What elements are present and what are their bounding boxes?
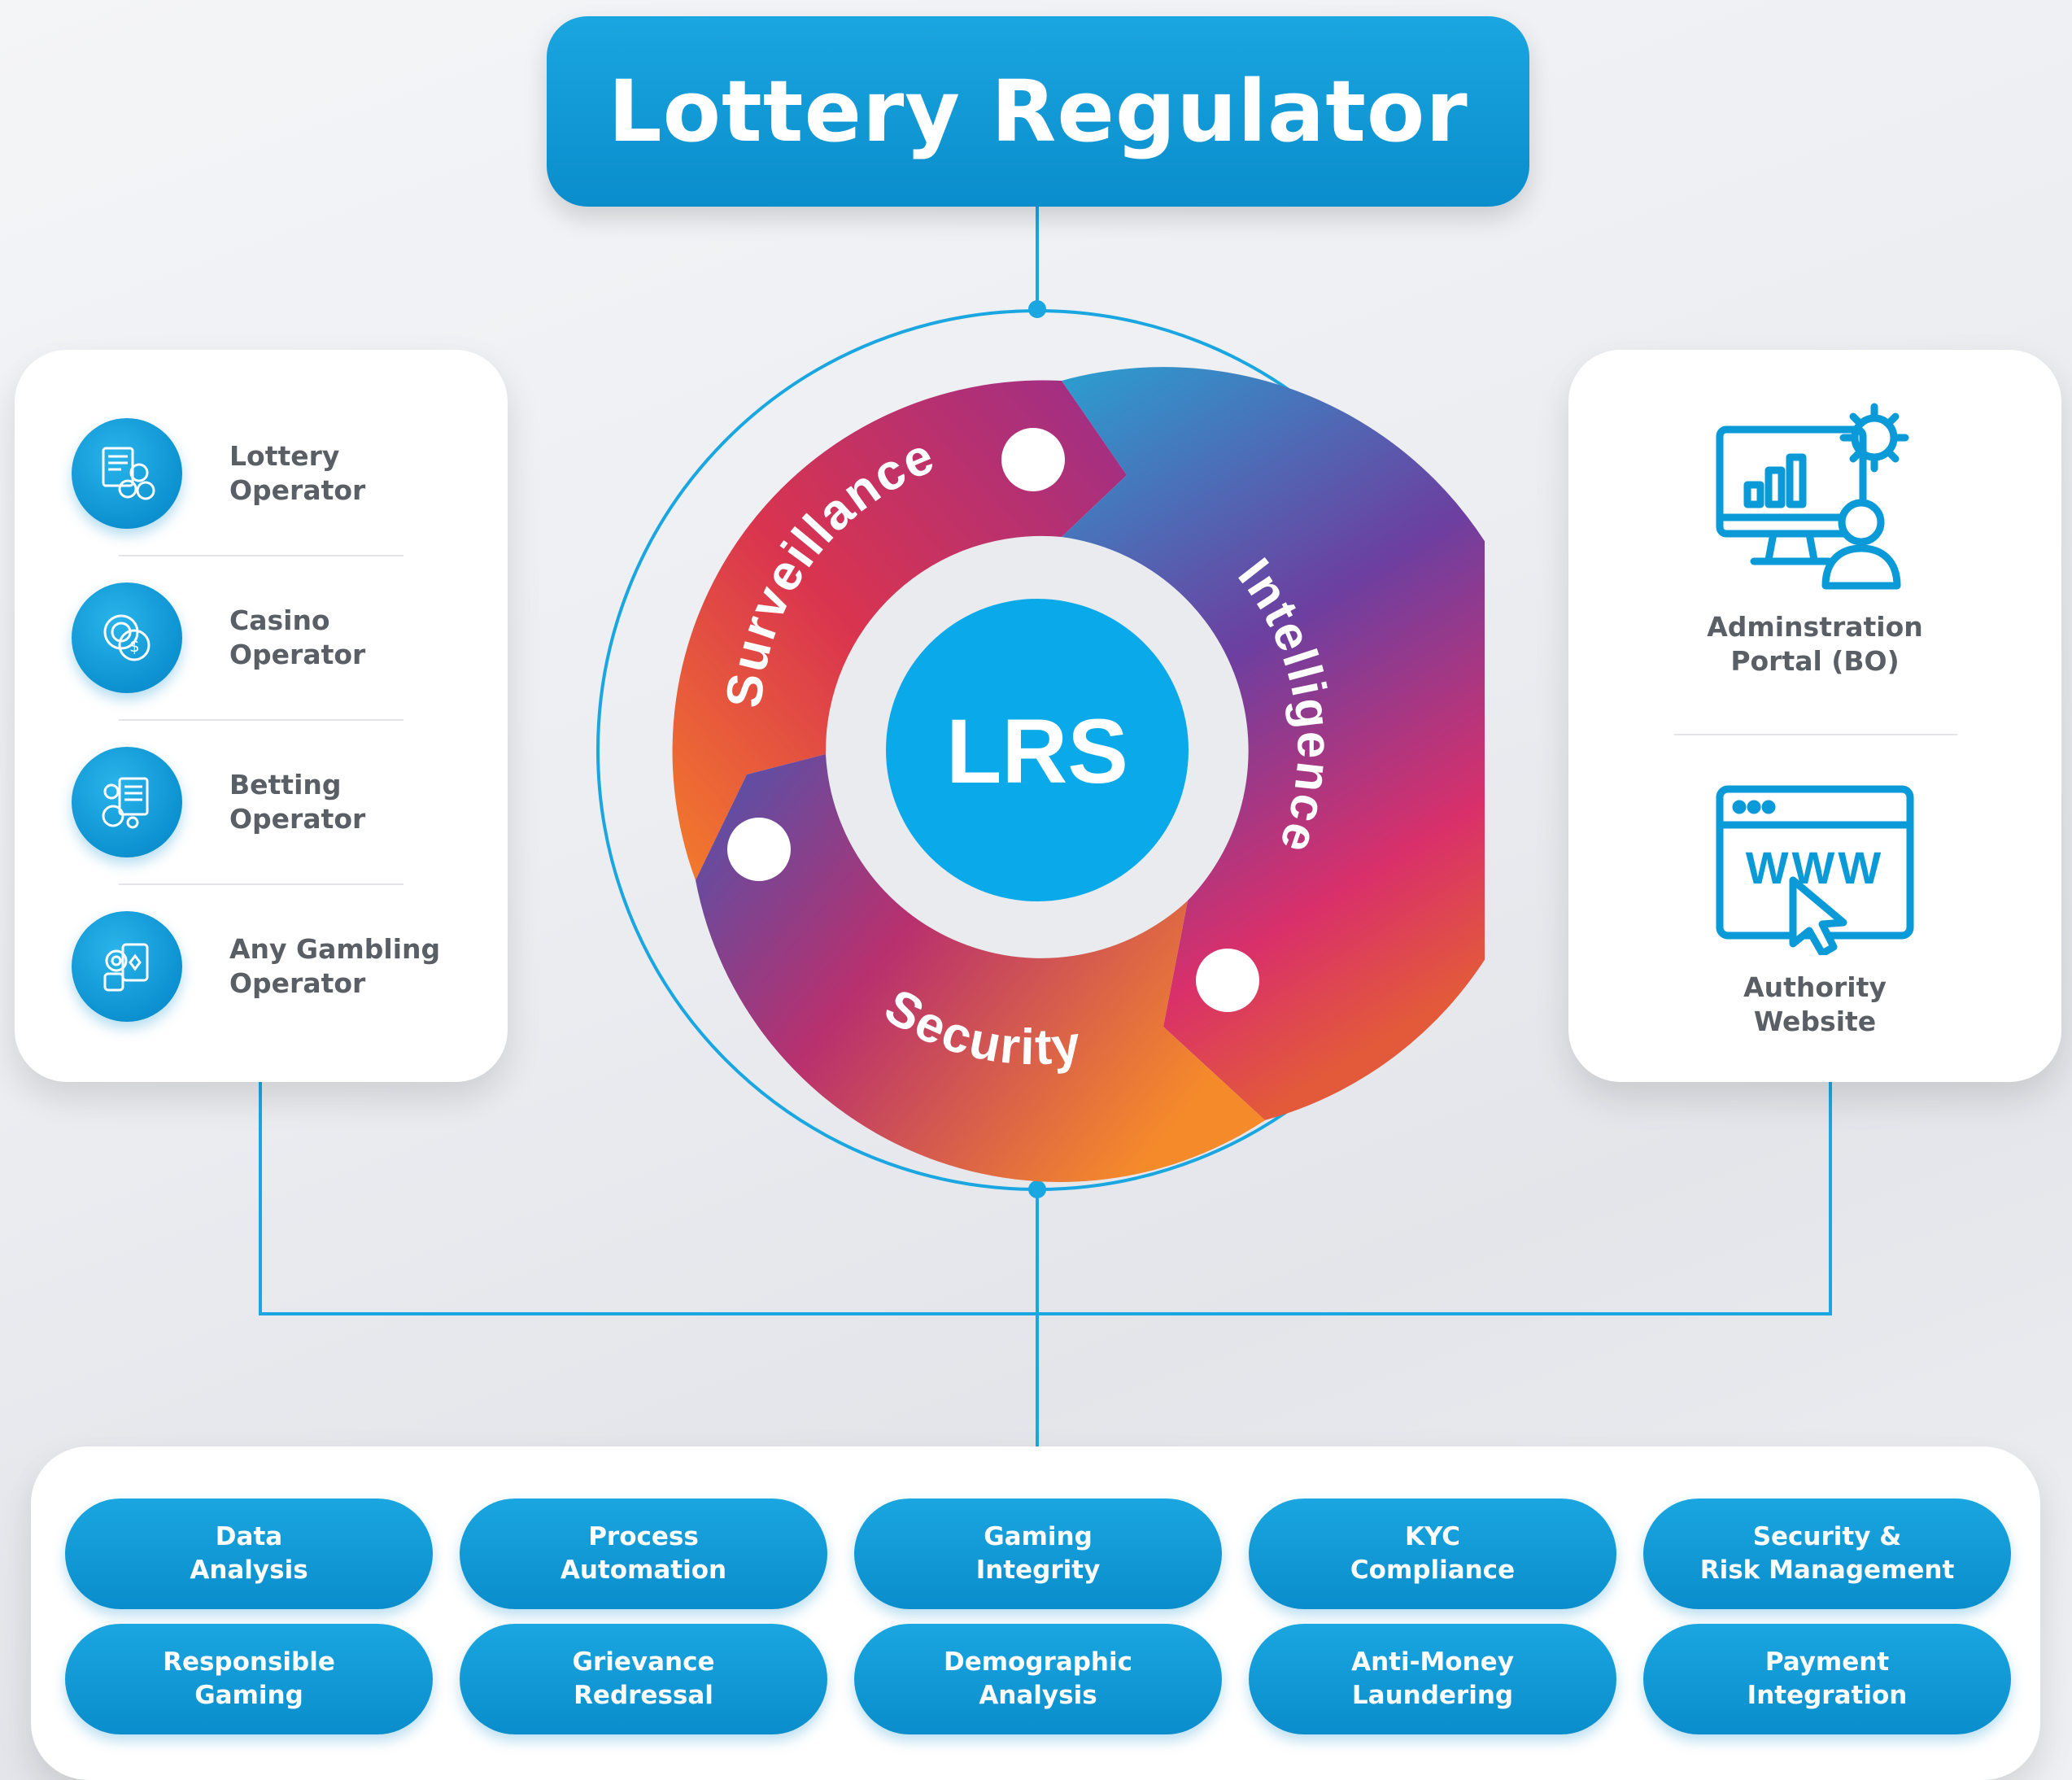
segment-surveillance xyxy=(672,380,1127,880)
feature-pill-responsible-gaming: Responsible Gaming xyxy=(65,1624,433,1734)
casino-chip-icon: $ xyxy=(72,582,182,693)
divider xyxy=(119,883,403,885)
feature-pill-security-risk: Security & Risk Management xyxy=(1643,1499,2011,1609)
admin-monitor-icon xyxy=(1716,403,1909,590)
segment-intelligence xyxy=(1062,367,1485,1120)
lottery-ticket-icon xyxy=(72,418,182,529)
operator-label: Any Gambling Operator xyxy=(229,933,441,999)
operator-label: Betting Operator xyxy=(229,769,366,835)
operator-label: Casino Operator xyxy=(229,604,366,670)
playing-cards-icon xyxy=(72,911,182,1022)
portals-card xyxy=(1568,350,2061,1082)
segment-security xyxy=(696,754,1265,1182)
betting-slip-icon xyxy=(72,747,182,857)
operator-item-betting: Betting Operator xyxy=(72,745,478,859)
operator-item-lottery: Lottery Operator xyxy=(72,417,478,530)
portal-label-admin: Adminstration Portal (BO) xyxy=(1707,611,1923,677)
lrs-cycle-diagram: Surveillance Intelligence Security LRS xyxy=(596,309,1485,1191)
feature-pill-anti-money-laundering: Anti-Money Laundering xyxy=(1249,1624,1616,1734)
svg-text:WWW: WWW xyxy=(1746,842,1885,893)
feature-pill-process-automation: Process Automation xyxy=(460,1499,827,1609)
operator-item-any-gambling: Any Gambling Operator xyxy=(72,910,478,1023)
divider xyxy=(1674,734,1957,735)
www-browser-icon: WWW xyxy=(1716,785,1914,955)
feature-pill-payment-integration: Payment Integration xyxy=(1643,1624,2011,1734)
portal-label-website: Authority Website xyxy=(1743,971,1887,1037)
divider xyxy=(119,555,403,556)
feature-pill-data-analysis: Data Analysis xyxy=(65,1499,433,1609)
page-title: Lottery Regulator xyxy=(608,62,1468,161)
lrs-center-label: LRS xyxy=(946,700,1128,802)
cycle-dot xyxy=(1196,949,1259,1012)
feature-pill-grievance-redressal: Grievance Redressal xyxy=(460,1624,827,1734)
title-box: Lottery Regulator xyxy=(547,16,1529,207)
feature-pill-demographic-analysis: Demographic Analysis xyxy=(854,1624,1222,1734)
feature-pill-gaming-integrity: Gaming Integrity xyxy=(854,1499,1222,1609)
cycle-dot xyxy=(1001,428,1065,491)
cycle-dot xyxy=(727,818,791,881)
feature-pill-kyc-compliance: KYC Compliance xyxy=(1249,1499,1616,1609)
svg-text:$: $ xyxy=(129,636,140,656)
divider xyxy=(119,719,403,721)
operator-item-casino: $ Casino Operator xyxy=(72,581,478,695)
lrs-center-circle xyxy=(886,599,1189,901)
operator-label: Lottery Operator xyxy=(229,440,366,506)
